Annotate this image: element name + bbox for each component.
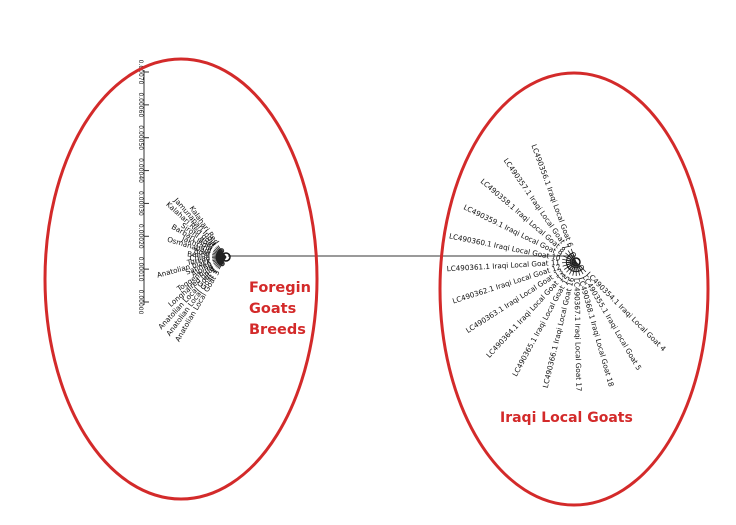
scale-tick-label: 0.00060 [137,92,144,117]
foreign-branch [218,256,227,270]
foreign-leaf-label: Boer [193,246,211,258]
foreign-leaf-label: China [189,253,210,263]
foreign-label-line: Goats [249,301,297,317]
iraqi-leaf-label: LC490367.1 Iraqi Local Goat 17 [572,278,583,392]
iraqi-cluster: LC490356.1 Iraqi Local Goat 6LC490357.1 … [446,143,668,392]
foreign-label-line: Foregin [249,280,311,296]
scale-tick-label: 0.00020 [137,224,144,249]
scale-tick-label: 0.00010 [137,257,144,282]
foreign-leaf-label: Beetal [187,249,211,260]
scale-tick-label: 0.00050 [137,125,144,150]
iraqi-group-label: Iraqi Local Goats [500,410,633,426]
foreign-group-ellipse [43,57,319,501]
scale-tick-label: 0.00030 [137,191,144,216]
foreign-label-line: Breeds [249,322,306,338]
iraqi-group-ellipse [438,71,710,507]
scale-tick-label: 0.00040 [137,158,144,183]
scale-tick-label: 0.00000 [137,290,144,315]
iraqi-branch [575,261,587,273]
foreign-node [219,261,225,267]
scale-tick-label: 0.00070 [137,60,144,85]
iraqi-node [578,264,585,271]
foreign-leaf-label: Turkey [185,254,211,267]
foreign-group-label: Foregin Goats Breeds [249,278,329,341]
scale-ticks: 0.00070 0.00060 0.00050 0.00040 0.00030 0.000… [137,60,149,315]
